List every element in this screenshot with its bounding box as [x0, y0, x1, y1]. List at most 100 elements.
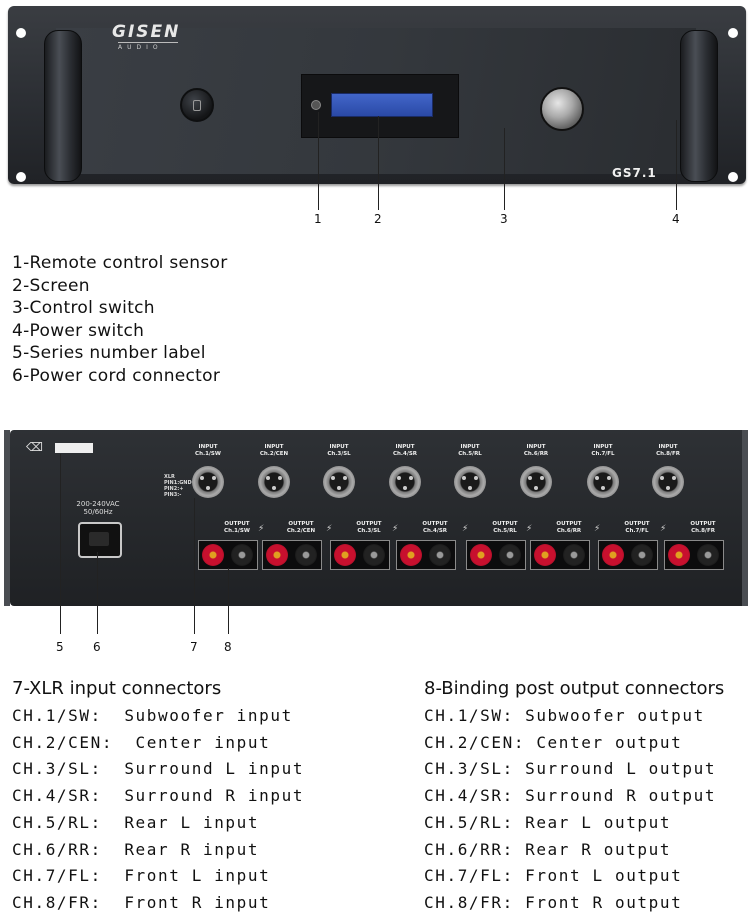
input-channel-text: Ch.1/SW — [195, 451, 221, 457]
frequency-text: 50/60Hz — [83, 508, 113, 516]
xlr-pin — [540, 476, 544, 480]
brand-logo: GISEN — [112, 22, 181, 42]
brand-subtitle: AUDIO — [118, 42, 178, 51]
lightning-warning-icon: ⚡ — [594, 524, 601, 534]
red-binding-post — [334, 544, 356, 566]
black-binding-post — [563, 544, 585, 566]
callout-number: 5 — [56, 640, 64, 654]
xlr-input-connector — [323, 466, 355, 498]
black-binding-post — [429, 544, 451, 566]
callout-line-1 — [318, 112, 319, 210]
input-label-text: INPUT — [264, 444, 284, 450]
xlr-input-connector — [454, 466, 486, 498]
red-binding-post — [202, 544, 224, 566]
input-label-text: INPUT — [658, 444, 678, 450]
output-label-text: OUTPUT — [288, 521, 314, 527]
power-switch — [180, 88, 214, 122]
legend-item: 1-Remote control sensor — [12, 253, 228, 273]
callout-line-5 — [60, 454, 61, 634]
input-label-text: INPUT — [593, 444, 613, 450]
input-channel-text: Ch.7/FL — [591, 451, 615, 457]
rack-hole — [728, 28, 738, 38]
callout-line-6 — [97, 552, 98, 634]
callout-number: 3 — [500, 212, 508, 226]
binding-post-output — [664, 540, 724, 570]
xlr-input-connector — [258, 466, 290, 498]
output-channel-text: Ch.7/FL — [625, 528, 649, 534]
binding-post-output — [598, 540, 658, 570]
lightning-warning-icon: ⚡ — [462, 524, 469, 534]
input-channel-text: Ch.5/RL — [458, 451, 482, 457]
xlr-input-connector — [192, 466, 224, 498]
input-description-row: CH.2/CEN: Center input — [12, 732, 271, 752]
model-label: GS7.1 — [612, 166, 657, 180]
callout-line-4 — [676, 120, 677, 210]
callout-number: 4 — [672, 212, 680, 226]
output-label-text: OUTPUT — [492, 521, 518, 527]
legend-item: 2-Screen — [12, 275, 90, 296]
output-channel-text: Ch.6/RR — [556, 528, 582, 534]
xlr-pin — [343, 476, 347, 480]
legend-item: 4-Power switch — [12, 320, 145, 341]
xlr-pin — [337, 486, 341, 490]
remote-sensor — [311, 100, 321, 110]
left-handle — [44, 30, 82, 182]
input-description-row: CH.1/SW: Subwoofer input — [12, 706, 293, 725]
input-label-text: INPUT — [526, 444, 546, 450]
xlr-key-line: PIN1:GND — [164, 480, 192, 486]
black-binding-post — [231, 544, 253, 566]
voltage-text: 200-240VAC — [76, 500, 120, 508]
xlr-pin — [206, 486, 210, 490]
black-binding-post — [697, 544, 719, 566]
output-description-row: CH.5/RL: Rear L output — [424, 812, 672, 832]
output-channel-text: Ch.5/RL — [493, 528, 517, 534]
xlr-key-line: XLR — [164, 474, 175, 480]
output-description-row: CH.1/SW: Subwoofer output — [424, 706, 705, 725]
output-channel-text: Ch.8/FR — [691, 528, 715, 534]
xlr-pin — [272, 486, 276, 490]
xlr-pin — [595, 476, 599, 480]
input-channel-text: Ch.2/CEN — [259, 451, 289, 457]
callout-number: 6 — [93, 640, 101, 654]
weee-icon: ⌫ — [26, 440, 43, 454]
black-binding-post — [363, 544, 385, 566]
xlr-pin — [666, 486, 670, 490]
xlr-key-line: PIN2:+ — [164, 486, 184, 492]
lcd-screen — [331, 93, 433, 117]
xlr-pin — [474, 476, 478, 480]
callout-number: 8 — [224, 640, 232, 654]
rack-hole — [16, 172, 26, 182]
lightning-warning-icon: ⚡ — [526, 524, 533, 534]
binding-post-output — [466, 540, 526, 570]
lightning-warning-icon: ⚡ — [326, 524, 333, 534]
input-label-text: INPUT — [395, 444, 415, 450]
red-binding-post — [266, 544, 288, 566]
xlr-pin — [468, 486, 472, 490]
binding-post-output — [530, 540, 590, 570]
control-knob — [540, 87, 584, 131]
xlr-pin — [278, 476, 282, 480]
output-description-row: CH.2/CEN: Center output — [424, 732, 683, 752]
xlr-pin — [403, 486, 407, 490]
output-description-row: CH.7/FL: Front L output — [424, 866, 683, 886]
xlr-pin — [266, 476, 270, 480]
output-description-row: CH.4/SR: Surround R output — [424, 786, 717, 806]
output-label-text: OUTPUT — [422, 521, 448, 527]
input-description-row: CH.5/RL: Rear L input — [12, 812, 260, 832]
callout-number: 2 — [374, 212, 382, 226]
output-channel-text: Ch.3/SL — [357, 528, 381, 534]
input-description-row: CH.3/SL: Surround L input — [12, 759, 305, 779]
xlr-pin — [672, 476, 676, 480]
